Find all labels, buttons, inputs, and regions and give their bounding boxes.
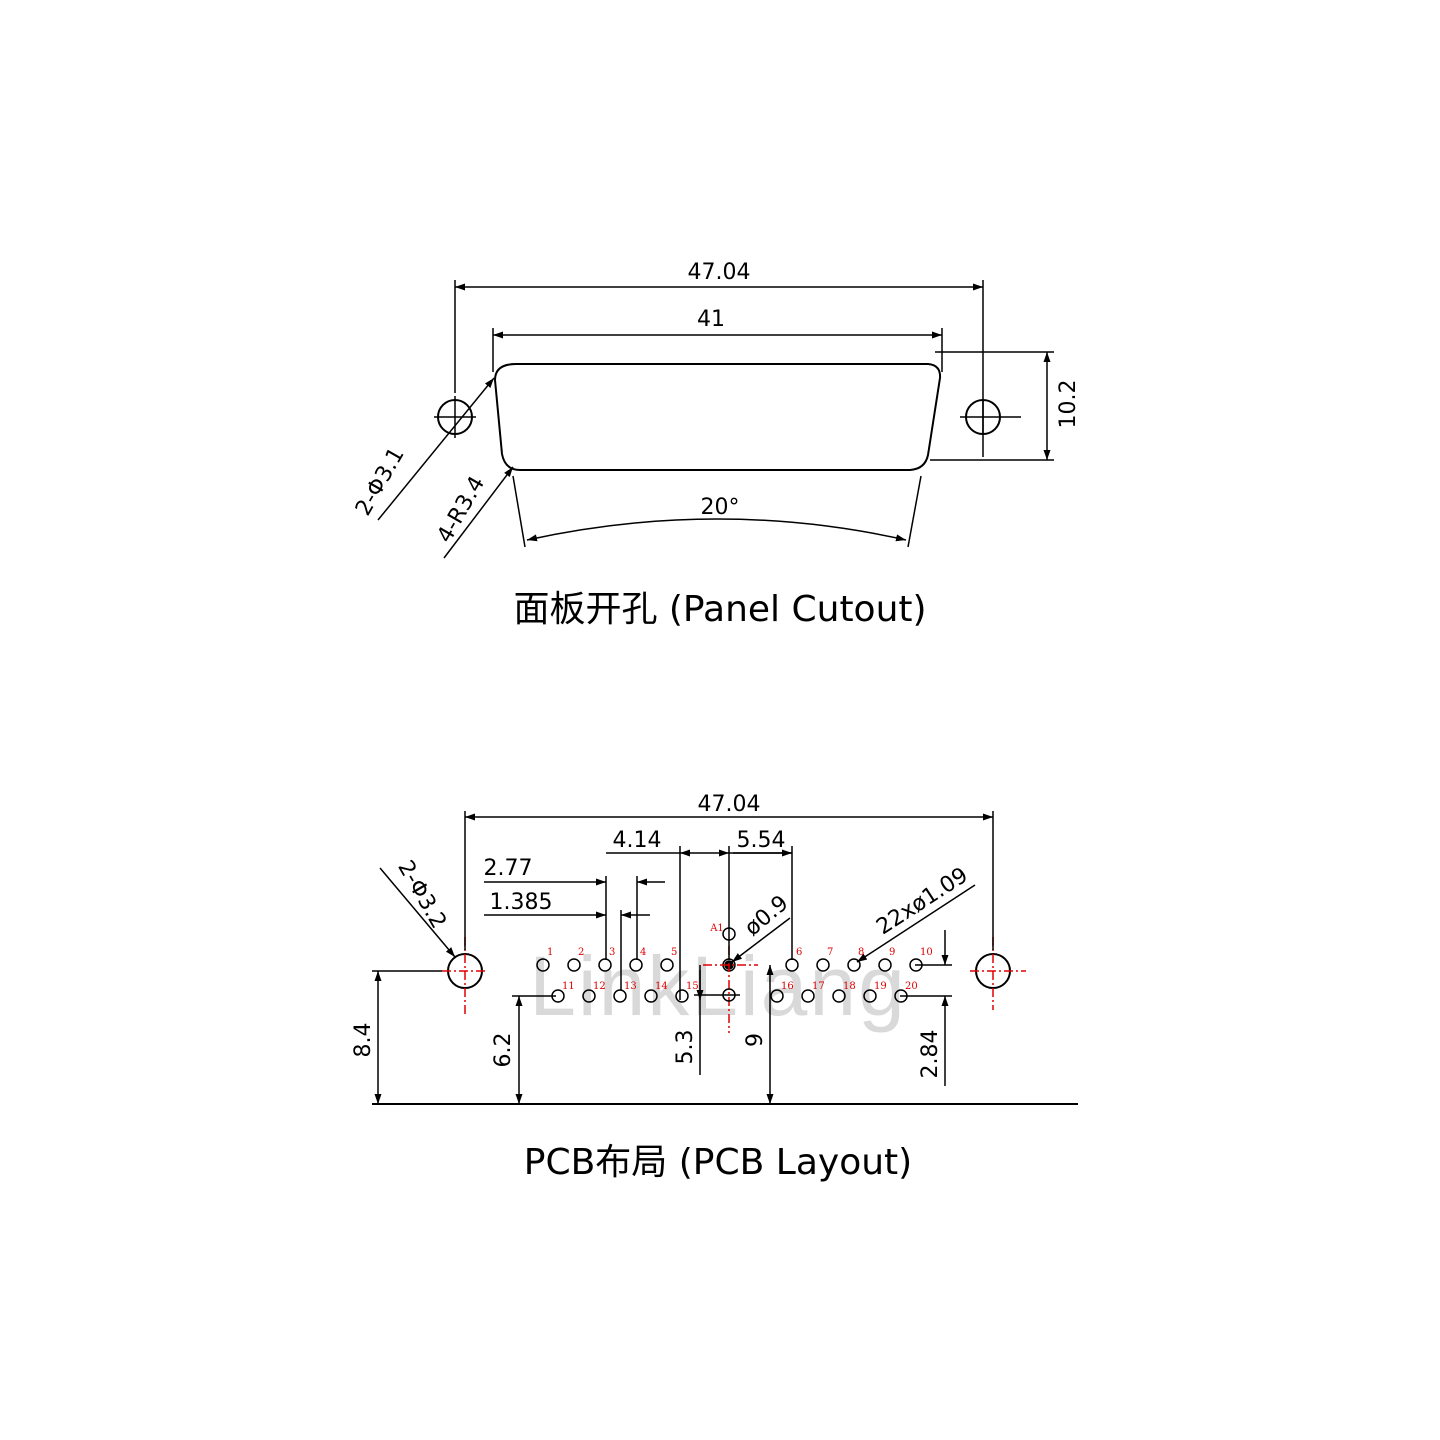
- hole-dia-leader: [378, 378, 494, 520]
- pin-label-17: 17: [812, 981, 825, 992]
- pin-label-14: 14: [655, 981, 668, 992]
- panel-dim-angle: [513, 476, 921, 547]
- pin-label-7: 7: [827, 947, 833, 958]
- pcb-dimension-labels: 47.04 4.14 5.54 2.77 1.385 2-Φ3.2 ø0.9 2…: [351, 792, 973, 1078]
- pcb-dim-2-84: [900, 930, 952, 1086]
- pcb-label-6-2: 6.2: [491, 1033, 516, 1068]
- panel-label-10-2: 10.2: [1056, 380, 1081, 429]
- panel-dim-47-04: [455, 280, 983, 457]
- pcb-dim-4-14-5-54: [606, 846, 792, 1000]
- pin-label-8: 8: [858, 947, 864, 958]
- pcb-dim-47-04: [465, 811, 993, 950]
- pin-13: [614, 990, 626, 1002]
- pcb-dim-6-2: [512, 996, 556, 1104]
- bottom-row-pins: [552, 990, 907, 1002]
- coax-dia-leader: [732, 918, 790, 962]
- coax-label-a1: A1: [709, 923, 724, 934]
- pin-label-2: 2: [578, 947, 584, 958]
- panel-dim-10-2: [930, 352, 1054, 460]
- watermark: LinkLiang: [529, 939, 907, 1033]
- pin-label-20: 20: [905, 981, 918, 992]
- pcb-label-1-385: 1.385: [490, 890, 553, 915]
- pcb-label-4-14: 4.14: [613, 828, 662, 853]
- pcb-mount-hole-right: [970, 937, 1026, 1010]
- pcb-dim-2-77: [484, 876, 665, 960]
- panel-mount-hole-left: [434, 396, 476, 438]
- pin-label-18: 18: [843, 981, 856, 992]
- pin-17: [802, 990, 814, 1002]
- pin-label-10: 10: [920, 947, 933, 958]
- pin-dia-leader: [857, 885, 975, 962]
- pcb-label-pin-dia: 22xø1.09: [872, 863, 972, 940]
- pin-label-1: 1: [547, 947, 553, 958]
- pin-9: [879, 959, 891, 971]
- pin-label-3: 3: [609, 947, 615, 958]
- panel-label-hole-dia: 2-Φ3.1: [351, 443, 410, 520]
- pcb-label-coax-pin-dia: ø0.9: [740, 891, 793, 941]
- pcb-label-5-54: 5.54: [737, 828, 786, 853]
- pin-label-5: 5: [671, 947, 677, 958]
- pin-18: [833, 990, 845, 1002]
- pin-12: [583, 990, 595, 1002]
- pin-label-11: 11: [562, 981, 575, 992]
- panel-label-47-04: 47.04: [688, 260, 751, 285]
- pcb-label-5-3: 5.3: [673, 1030, 698, 1065]
- panel-cutout-caption: 面板开孔 (Panel Cutout): [513, 589, 926, 630]
- pin-label-13: 13: [624, 981, 637, 992]
- pcb-label-2-84: 2.84: [918, 1030, 943, 1079]
- pcb-label-mount-hole-dia: 2-Φ3.2: [392, 856, 451, 933]
- top-row-pins: [537, 959, 922, 971]
- pin-label-15: 15: [686, 981, 699, 992]
- pcb-dim-8-4: [372, 971, 442, 1104]
- pcb-mount-hole-left: [442, 937, 488, 1016]
- mount-hole-dia-leader: [380, 868, 455, 957]
- pin-1: [537, 959, 549, 971]
- panel-label-angle: 20°: [701, 495, 740, 520]
- panel-dim-41: [493, 328, 942, 372]
- pin-5: [661, 959, 673, 971]
- pcb-layout-caption: PCB布局 (PCB Layout): [524, 1142, 912, 1183]
- pcb-label-8-4: 8.4: [351, 1023, 376, 1058]
- panel-mount-hole-right: [960, 400, 1021, 434]
- pcb-label-47-04: 47.04: [698, 792, 761, 817]
- pin-14: [645, 990, 657, 1002]
- pin-8: [848, 959, 860, 971]
- pin-label-4: 4: [640, 947, 646, 958]
- pcb-dim-1-385: [484, 910, 650, 990]
- pcb-label-2-77: 2.77: [484, 856, 533, 881]
- pin-label-6: 6: [796, 947, 802, 958]
- panel-cutout-view: [378, 280, 1054, 558]
- pin-4: [630, 959, 642, 971]
- pin-19: [864, 990, 876, 1002]
- pin-2: [568, 959, 580, 971]
- panel-label-41: 41: [697, 307, 725, 332]
- d-shell-cutout-outline: [495, 364, 940, 470]
- pin-7: [817, 959, 829, 971]
- pin-15: [676, 990, 688, 1002]
- pcb-dim-5-3: [694, 965, 740, 1075]
- pcb-label-9: 9: [743, 1033, 768, 1047]
- pin-3: [599, 959, 611, 971]
- radius-leader: [444, 467, 513, 558]
- pin-label-9: 9: [889, 947, 895, 958]
- pin-label-12: 12: [593, 981, 606, 992]
- pcb-layout-view: [372, 811, 1078, 1104]
- pin-label-19: 19: [874, 981, 887, 992]
- pin-label-16: 16: [781, 981, 794, 992]
